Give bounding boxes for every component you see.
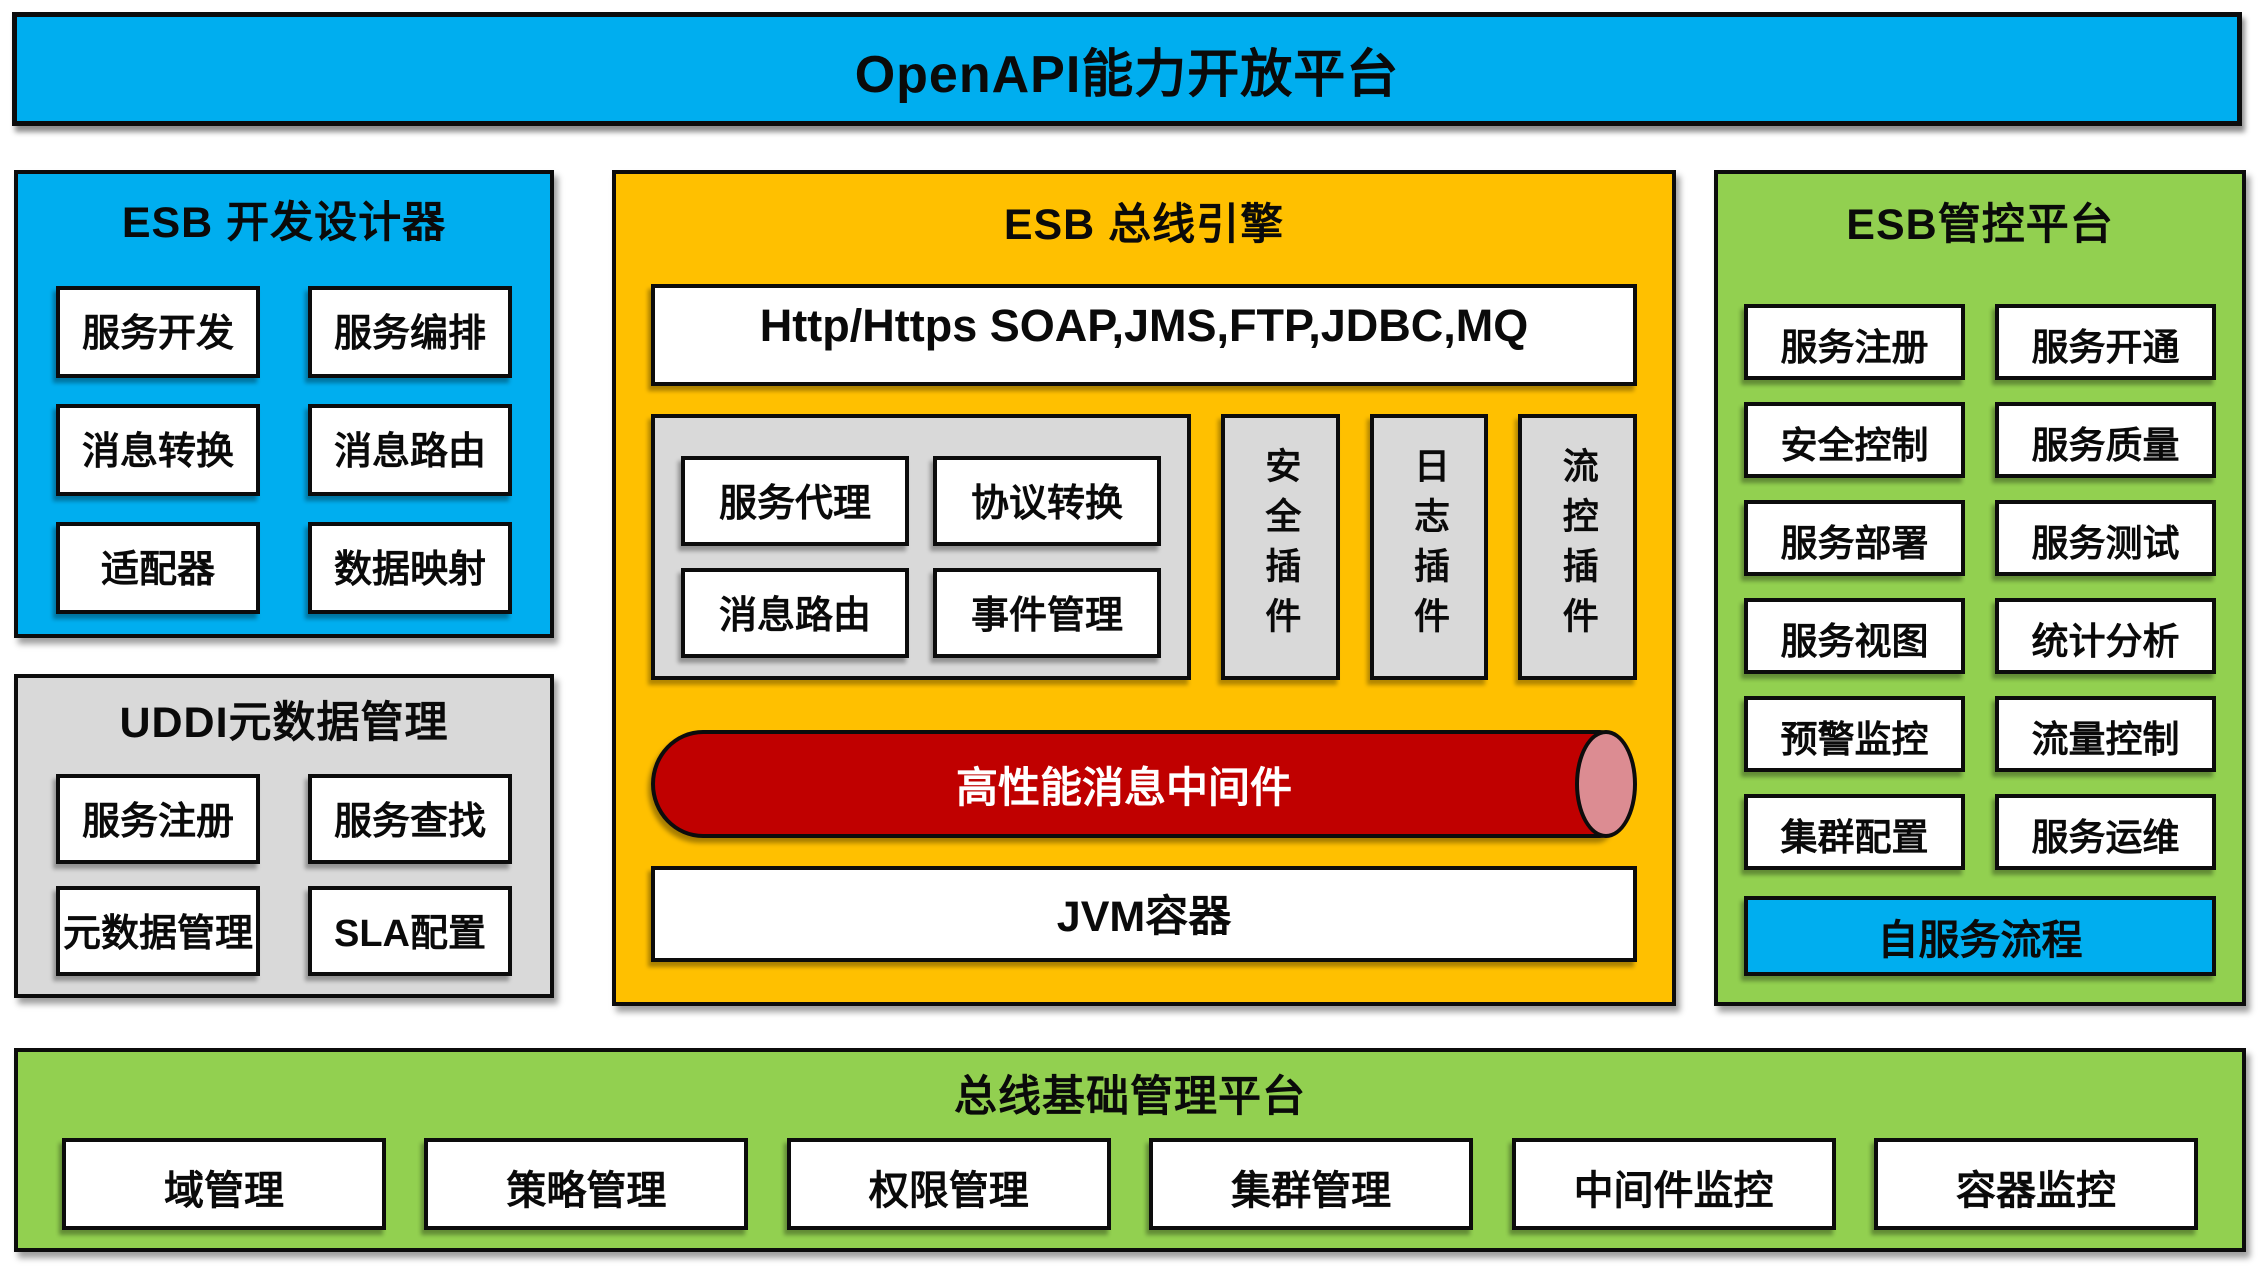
service-registration-box: 服务注册 (56, 774, 260, 864)
bus-base-platform-row: 域管理 策略管理 权限管理 集群管理 中间件监控 容器监控 (62, 1138, 2198, 1230)
container-monitoring-box: 容器监控 (1873, 1138, 2198, 1230)
uddi-grid: 服务注册 服务查找 元数据管理 SLA配置 (56, 774, 512, 976)
engine-modules-row: 服务代理 协议转换 消息路由 事件管理 安全插件 日志插件 流控插件 (651, 414, 1638, 680)
ctrl-service-registration-box: 服务注册 (1744, 304, 1965, 380)
event-management-box: 事件管理 (933, 568, 1161, 658)
core-modules-box: 服务代理 协议转换 消息路由 事件管理 (651, 414, 1191, 680)
security-plugin-box: 安全插件 (1221, 414, 1340, 680)
ctrl-service-activation-box: 服务开通 (1995, 304, 2216, 380)
ctrl-service-view-box: 服务视图 (1744, 598, 1965, 674)
ctrl-service-operations-box: 服务运维 (1995, 794, 2216, 870)
cylinder-body (651, 730, 1615, 838)
esb-control-platform-panel: ESB管控平台 服务注册 服务开通 安全控制 服务质量 服务部署 服务测试 服务… (1714, 170, 2246, 1006)
ctrl-alert-monitoring-box: 预警监控 (1744, 696, 1965, 772)
protocol-bar: Http/Https SOAP,JMS,FTP,JDBC,MQ (651, 284, 1637, 386)
service-proxy-box: 服务代理 (681, 456, 909, 546)
ctrl-service-testing-box: 服务测试 (1995, 500, 2216, 576)
ctrl-service-quality-box: 服务质量 (1995, 402, 2216, 478)
sla-config-box: SLA配置 (308, 886, 512, 976)
service-lookup-box: 服务查找 (308, 774, 512, 864)
cluster-management-box: 集群管理 (1149, 1138, 1474, 1230)
esb-bus-engine-title: ESB 总线引擎 (1003, 201, 1285, 249)
log-plugin-box: 日志插件 (1369, 414, 1489, 680)
bus-base-platform-title: 总线基础管理平台 (954, 1073, 1306, 1121)
self-service-process-bar: 自服务流程 (1744, 896, 2216, 976)
bus-base-platform-panel: 总线基础管理平台 域管理 策略管理 权限管理 集群管理 中间件监控 容器监控 (14, 1048, 2246, 1252)
ctrl-cluster-config-box: 集群配置 (1744, 794, 1965, 870)
cylinder-end-cap (1575, 730, 1637, 838)
adapter-box: 适配器 (56, 522, 260, 614)
permission-management-box: 权限管理 (786, 1138, 1111, 1230)
esb-control-platform-title: ESB管控平台 (1846, 201, 2114, 249)
engine-message-routing-box: 消息路由 (681, 568, 909, 658)
page-title: OpenAPI能力开放平台 (854, 45, 1400, 104)
uddi-metadata-title: UDDI元数据管理 (119, 699, 449, 747)
page-title-banner: OpenAPI能力开放平台 (12, 12, 2242, 126)
jvm-container-box: JVM容器 (651, 866, 1637, 962)
message-middleware-cylinder: 高性能消息中间件 (651, 730, 1637, 838)
ctrl-service-deployment-box: 服务部署 (1744, 500, 1965, 576)
message-middleware-label: 高性能消息中间件 (955, 763, 1292, 811)
esb-dev-designer-title: ESB 开发设计器 (121, 199, 447, 247)
protocol-conversion-box: 协议转换 (933, 456, 1161, 546)
service-orchestration-box: 服务编排 (308, 286, 512, 378)
esb-dev-designer-panel: ESB 开发设计器 服务开发 服务编排 消息转换 消息路由 适配器 数据映射 (14, 170, 554, 638)
flow-control-plugin-box: 流控插件 (1518, 414, 1638, 680)
middleware-monitoring-box: 中间件监控 (1511, 1138, 1836, 1230)
ctrl-traffic-control-box: 流量控制 (1995, 696, 2216, 772)
ctrl-security-control-box: 安全控制 (1744, 402, 1965, 478)
message-routing-box: 消息路由 (308, 404, 512, 496)
ctrl-statistics-analysis-box: 统计分析 (1995, 598, 2216, 674)
domain-management-box: 域管理 (62, 1138, 386, 1230)
uddi-metadata-panel: UDDI元数据管理 服务注册 服务查找 元数据管理 SLA配置 (14, 674, 554, 998)
esb-bus-engine-panel: ESB 总线引擎 Http/Https SOAP,JMS,FTP,JDBC,MQ… (612, 170, 1676, 1006)
data-mapping-box: 数据映射 (308, 522, 512, 614)
esb-dev-designer-grid: 服务开发 服务编排 消息转换 消息路由 适配器 数据映射 (56, 286, 512, 614)
message-transform-box: 消息转换 (56, 404, 260, 496)
policy-management-box: 策略管理 (424, 1138, 749, 1230)
metadata-management-box: 元数据管理 (56, 886, 260, 976)
control-platform-grid: 服务注册 服务开通 安全控制 服务质量 服务部署 服务测试 服务视图 统计分析 … (1744, 304, 2216, 870)
service-development-box: 服务开发 (56, 286, 260, 378)
